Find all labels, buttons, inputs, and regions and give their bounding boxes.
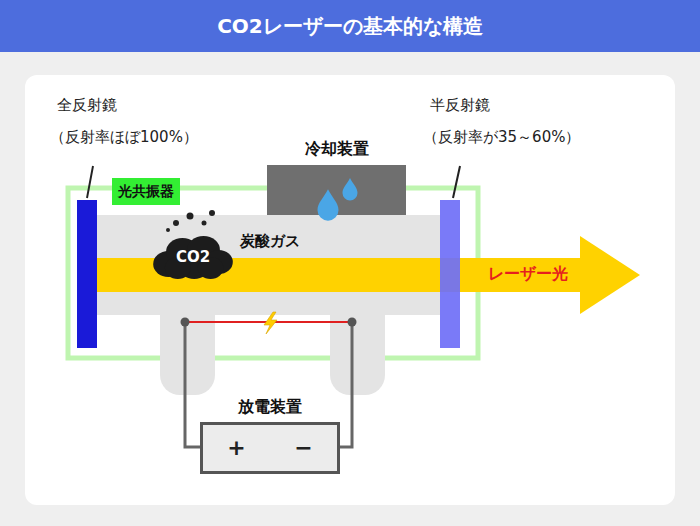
water-drop bbox=[318, 189, 339, 221]
title-band bbox=[0, 0, 700, 52]
mirror-label: 半反射鏡 bbox=[430, 96, 490, 115]
panel bbox=[25, 75, 675, 505]
gas-dot bbox=[187, 213, 194, 220]
terminal-sign: + bbox=[227, 435, 245, 461]
title: CO2レーザーの基本的な構造 bbox=[0, 0, 700, 52]
water-drop bbox=[343, 178, 358, 201]
leader-line bbox=[453, 166, 460, 198]
cooler-node: 冷却装置 bbox=[267, 138, 406, 215]
mirror-label: （反射率が35～60%） bbox=[423, 128, 580, 147]
tag-text: 光共振器 bbox=[118, 182, 174, 201]
cooler-box bbox=[267, 165, 406, 215]
gas-dot bbox=[202, 221, 207, 226]
tag-node: 光共振器 bbox=[112, 178, 180, 205]
cloud-node: CO2 bbox=[152, 234, 234, 280]
laser-beam bbox=[97, 258, 582, 292]
laser-label: レーザー光 bbox=[488, 264, 568, 285]
half-mirror bbox=[440, 200, 460, 348]
gas-dot bbox=[209, 210, 215, 216]
mirror-label: （反射率ほぼ100%） bbox=[50, 128, 198, 147]
cooler-heading: 冷却装置 bbox=[267, 138, 406, 165]
laser-arrowhead bbox=[580, 236, 640, 314]
supply-node: 放電装置+− bbox=[200, 396, 340, 474]
mirror-label: 全反射鏡 bbox=[57, 96, 117, 115]
gas-label: 炭酸ガス bbox=[240, 232, 300, 251]
gas-dot bbox=[173, 220, 179, 226]
electrode bbox=[181, 318, 190, 327]
supply-heading: 放電装置 bbox=[200, 396, 340, 422]
lightning-symbol bbox=[264, 312, 277, 334]
cloud-text: CO2 bbox=[152, 234, 234, 280]
leader-line bbox=[87, 166, 93, 198]
supply-box: +− bbox=[200, 422, 340, 474]
terminal-sign: − bbox=[294, 435, 312, 461]
gas-dot bbox=[166, 228, 170, 232]
electrode bbox=[348, 318, 357, 327]
total-mirror bbox=[77, 200, 97, 348]
